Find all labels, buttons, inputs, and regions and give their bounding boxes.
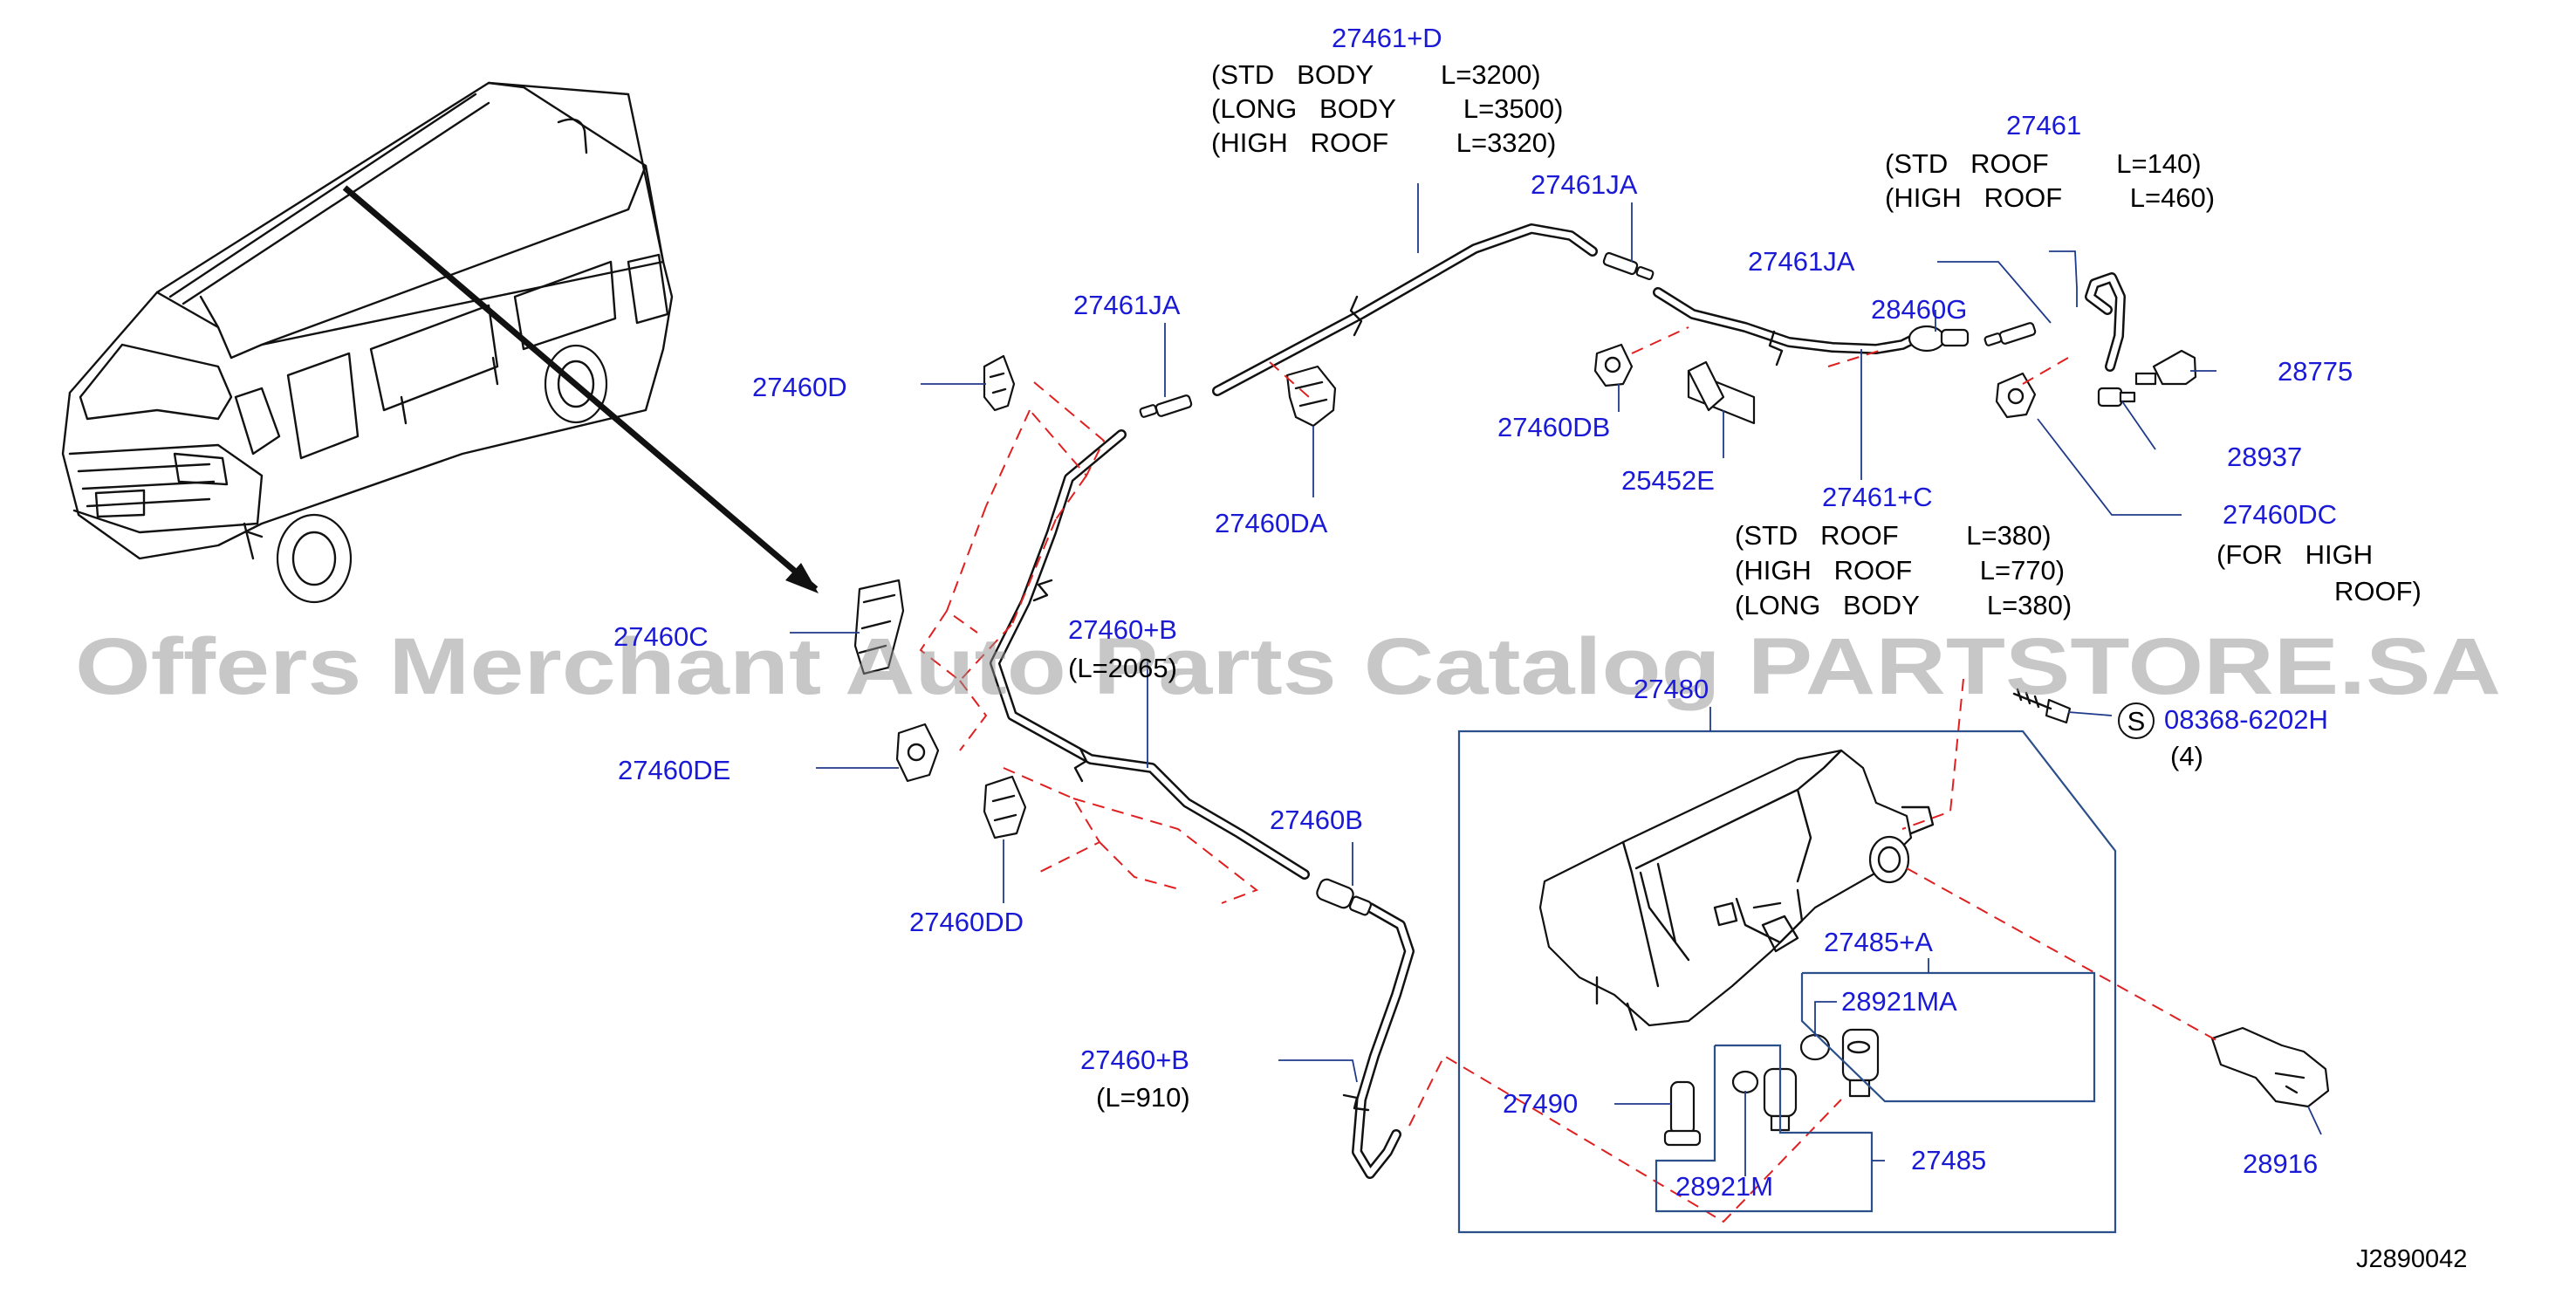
check-valve-28460g [1908, 325, 1970, 353]
label-27485: 27485 [1911, 1145, 1986, 1175]
pump-a-box [1800, 971, 2096, 1103]
note-dc-for: (FOR HIGH [2216, 539, 2373, 570]
label-28921ma: 28921MA [1841, 986, 1957, 1017]
part-number-labels: 27461+D 27461JA 27461 27461JA 27461JA 28… [613, 23, 2353, 1202]
watermark: Offers Merchant Auto Parts Catalog PARTS… [75, 622, 2501, 711]
joint-28937 [2097, 387, 2136, 408]
label-27461: 27461 [2006, 110, 2081, 140]
strainer-27490 [1663, 1080, 1702, 1147]
dashed-guides [919, 326, 2222, 1223]
note-27461-std: (STD ROOF L=140) [1885, 148, 2202, 179]
note-c-high: (HIGH ROOF L=770) [1735, 555, 2065, 586]
label-28775: 28775 [2278, 356, 2353, 387]
label-27460c: 27460C [613, 621, 709, 652]
tank-group-box [1457, 730, 2117, 1234]
note-c-std: (STD ROOF L=380) [1735, 520, 2052, 551]
leader-lines [790, 183, 2322, 1176]
nozzle-28775 [2134, 349, 2197, 386]
note-d-std: (STD BODY L=3200) [1211, 59, 1541, 90]
label-28937: 28937 [2227, 442, 2302, 472]
clip-27460c [853, 579, 905, 675]
label-27460db: 27460DB [1497, 412, 1610, 442]
bracket-25452e [1687, 360, 1756, 425]
label-27490: 27490 [1503, 1088, 1578, 1119]
note-b-low-length: (L=910) [1096, 1082, 1190, 1113]
connector-27460b [1316, 878, 1373, 916]
screw-symbol: S [2127, 706, 2146, 737]
van-illustration [61, 81, 819, 604]
label-27460dc: 27460DC [2223, 499, 2337, 530]
note-labels: (STD BODY L=3200) (LONG BODY L=3500) (HI… [1068, 59, 2467, 1273]
note-c-long: (LONG BODY L=380) [1735, 590, 2072, 620]
label-25452e: 25452E [1621, 465, 1715, 496]
label-27460b: 27460B [1270, 805, 1363, 835]
label-27460da: 27460DA [1215, 508, 1328, 538]
washer-tank-27480 [1538, 749, 1935, 1031]
clip-27460dc [1995, 372, 2037, 419]
label-28921m: 28921M [1675, 1171, 1773, 1202]
clip-27460de [895, 723, 940, 783]
direction-arrow [342, 185, 819, 592]
label-27460-b-mid: 27460+B [1068, 614, 1177, 645]
note-dc-roof: ROOF) [2334, 576, 2422, 606]
note-quantity: (4) [2170, 741, 2203, 771]
pump-27485a [1799, 1028, 1880, 1098]
label-27460d: 27460D [752, 372, 847, 402]
label-27460-b-low: 27460+B [1080, 1045, 1189, 1075]
drawing-code: J2890042 [2356, 1245, 2467, 1273]
label-27461ja-top: 27461JA [1531, 169, 1638, 200]
note-27461-high: (HIGH ROOF L=460) [1885, 182, 2215, 213]
label-27461ja-left: 27461JA [1073, 290, 1181, 320]
connector-27461ja-left [1139, 394, 1193, 418]
label-28916: 28916 [2243, 1148, 2318, 1179]
screw-08368 [2012, 688, 2072, 724]
label-28460g: 28460G [1871, 294, 1967, 325]
clip-27460da [1285, 365, 1337, 428]
pump-b-box [1655, 1044, 1874, 1213]
note-d-high: (HIGH ROOF L=3320) [1211, 127, 1556, 158]
label-27460de: 27460DE [618, 755, 730, 785]
note-d-long: (LONG BODY L=3500) [1211, 93, 1563, 124]
label-08368: 08368-6202H [2164, 704, 2328, 735]
nozzle-28916 [2210, 1026, 2330, 1108]
connector-27461ja-top [1602, 251, 1655, 281]
pump-27485 [1731, 1067, 1798, 1132]
label-27461-c: 27461+C [1822, 482, 1933, 512]
screw-symbol-circle [2118, 702, 2155, 739]
label-27485-a: 27485+A [1824, 927, 1933, 957]
washer-hose-assembly [990, 223, 2197, 1179]
label-27480: 27480 [1634, 674, 1709, 704]
label-27461-d: 27461+D [1332, 23, 1442, 53]
clip-27460db [1593, 343, 1634, 387]
note-b-mid-length: (L=2065) [1068, 653, 1177, 683]
label-27461ja-right: 27461JA [1748, 246, 1855, 277]
label-27460dd: 27460DD [909, 907, 1024, 937]
connector-27461ja-right [1983, 322, 2037, 346]
clip-27460d [983, 354, 1016, 412]
clip-27460dd [983, 775, 1027, 839]
